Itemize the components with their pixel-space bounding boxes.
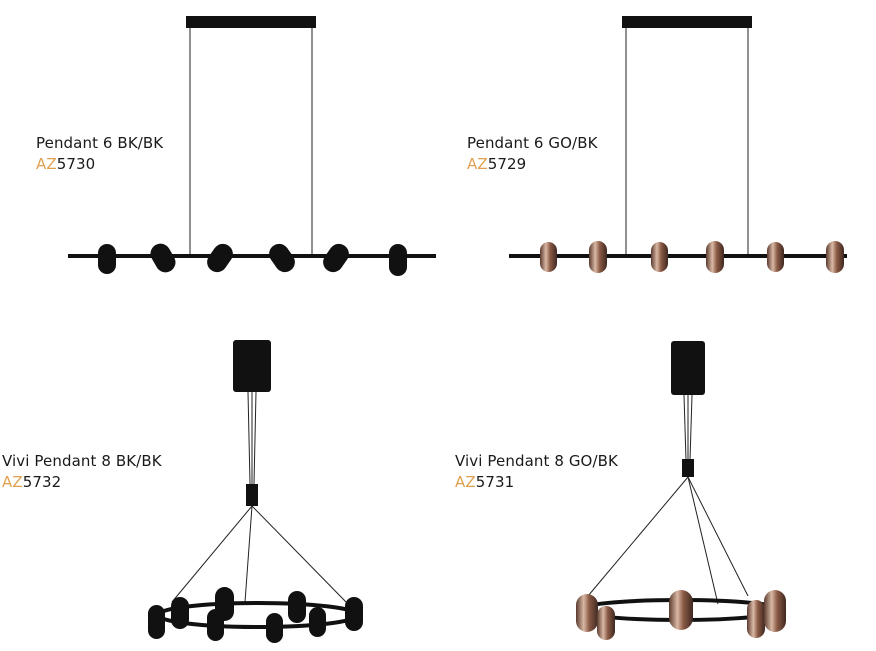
code-prefix: AZ xyxy=(455,473,476,491)
code-number: 5730 xyxy=(56,155,96,173)
code-number: 5731 xyxy=(475,473,515,491)
code-number: 5732 xyxy=(22,473,62,491)
product-label: Pendant 6 BK/BK AZ5730 xyxy=(36,133,163,175)
product-code: AZ5730 xyxy=(36,154,163,175)
product-code: AZ5731 xyxy=(455,472,618,493)
product-name: Vivi Pendant 8 GO/BK xyxy=(455,452,618,470)
code-prefix: AZ xyxy=(36,155,57,173)
product-code: AZ5732 xyxy=(2,472,162,493)
product-label: Vivi Pendant 8 BK/BK AZ5732 xyxy=(2,451,162,493)
product-label: Vivi Pendant 8 GO/BK AZ5731 xyxy=(455,451,618,493)
code-prefix: AZ xyxy=(2,473,23,491)
code-prefix: AZ xyxy=(467,155,488,173)
product-label: Pendant 6 GO/BK AZ5729 xyxy=(467,133,598,175)
product-name: Vivi Pendant 8 BK/BK xyxy=(2,452,162,470)
code-number: 5729 xyxy=(487,155,527,173)
product-name: Pendant 6 BK/BK xyxy=(36,134,164,152)
product-name: Pendant 6 GO/BK xyxy=(467,134,598,152)
product-code: AZ5729 xyxy=(467,154,598,175)
